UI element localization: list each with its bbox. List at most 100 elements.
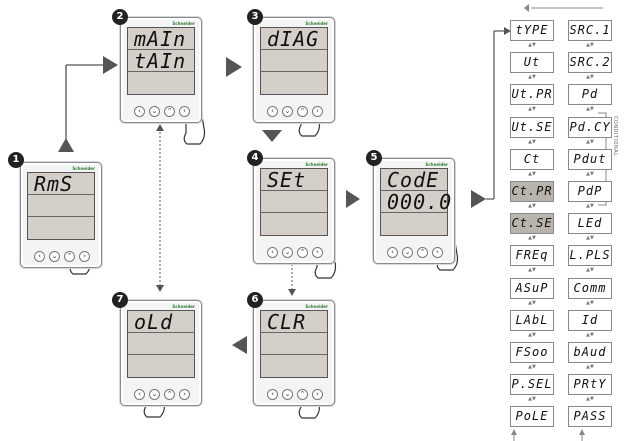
arrow-down-icon (262, 130, 282, 142)
down-button[interactable]: ⌄ (149, 389, 160, 400)
meter-panel-7: Schneider oLd ‹ ⌄ ⌃ › (120, 300, 202, 406)
up-down-arrows-icon: ▲▼ (586, 235, 594, 242)
left-button[interactable]: ‹ (267, 389, 278, 400)
up-down-arrows-icon: ▲▼ (586, 396, 594, 403)
lcd-row-3 (261, 72, 327, 94)
up-down-arrows-icon: ▲▼ (586, 267, 594, 274)
up-down-arrows-icon: ▲▼ (586, 106, 594, 113)
parameter-item: PRtY (568, 374, 612, 396)
parameter-item: Ct.PR (510, 181, 554, 202)
step-badge: 7 (112, 292, 128, 308)
button-row: ‹ ⌄ ⌃ › (254, 106, 334, 118)
left-button[interactable]: ‹ (387, 247, 398, 258)
parameter-item: ASuP (510, 277, 554, 299)
right-button[interactable]: › (432, 247, 443, 258)
down-button[interactable]: ⌄ (282, 247, 293, 258)
right-button[interactable]: › (179, 106, 190, 117)
step-badge: 3 (247, 9, 263, 25)
left-button[interactable]: ‹ (267, 247, 278, 258)
button-row: ‹ ⌄ ⌃ › (254, 389, 334, 401)
parameter-item: PoLE (510, 406, 554, 428)
up-button[interactable]: ⌃ (164, 106, 175, 117)
arrow-down-icon (156, 285, 164, 292)
step-badge: 1 (8, 152, 24, 168)
parameter-item: bAud (568, 342, 612, 363)
parameter-item: Ut.SE (510, 116, 554, 138)
right-button[interactable]: › (179, 389, 190, 400)
up-down-arrows-icon: ▲▼ (528, 267, 536, 274)
up-button[interactable]: ⌃ (297, 106, 308, 117)
lcd-row-3 (381, 213, 447, 235)
arrow-right-icon (226, 57, 242, 77)
up-down-arrows-icon: ▲▼ (528, 235, 536, 242)
parameter-item: FREq (510, 245, 554, 267)
arrow-left-icon (524, 4, 529, 12)
arrow-up-icon (579, 429, 585, 435)
up-down-arrows-icon: ▲▼ (528, 364, 536, 370)
up-button[interactable]: ⌃ (164, 389, 175, 400)
brand-logo: Schneider (172, 304, 195, 309)
lcd-row-1: CLR (261, 311, 327, 333)
up-button[interactable]: ⌃ (417, 247, 428, 258)
parameter-item: Id (568, 309, 612, 331)
button-row: ‹ ⌄ ⌃ › (121, 106, 201, 118)
up-down-arrows-icon: ▲▼ (586, 331, 594, 338)
arrow-down-icon (288, 289, 296, 296)
conditional-note: CONDITIONAL (612, 116, 618, 157)
lcd-row-1: CodE (381, 169, 447, 191)
left-button[interactable]: ‹ (134, 106, 145, 117)
left-button[interactable]: ‹ (134, 389, 145, 400)
down-button[interactable]: ⌄ (149, 106, 160, 117)
lcd-row-3 (28, 217, 94, 239)
down-button[interactable]: ⌄ (49, 251, 60, 262)
right-button[interactable]: › (312, 106, 323, 117)
right-button[interactable]: › (312, 247, 323, 258)
up-down-arrows-icon: ▲▼ (586, 42, 594, 48)
arrow-right-icon (471, 190, 486, 208)
parameter-item: P.SEL (510, 374, 554, 396)
arrow-right-icon (504, 27, 511, 35)
lcd-row-3 (261, 213, 327, 235)
step-badge: 4 (247, 150, 263, 166)
arrow-up-icon (58, 138, 74, 152)
parameter-item: Pdut (568, 148, 612, 170)
up-down-arrows-icon: ▲▼ (586, 364, 594, 370)
down-button[interactable]: ⌄ (282, 389, 293, 400)
lcd-row-3 (261, 355, 327, 377)
up-down-arrows-icon: ▲▼ (528, 74, 536, 81)
right-button[interactable]: › (312, 389, 323, 400)
parameter-item: SRC.1 (568, 20, 612, 41)
parameter-item: Ut.PR (510, 84, 554, 106)
lcd-display: RmS (27, 172, 95, 240)
up-down-arrows-icon: ▲▼ (528, 203, 536, 209)
up-down-arrows-icon: ▲▼ (528, 138, 536, 145)
parameter-item: SRC.2 (568, 52, 612, 74)
parameter-item: Ct (510, 148, 554, 170)
parameter-item: Ct.SE (510, 213, 554, 235)
lcd-row-1: oLd (128, 311, 194, 333)
up-button[interactable]: ⌃ (297, 389, 308, 400)
down-button[interactable]: ⌄ (282, 106, 293, 117)
up-button[interactable]: ⌃ (297, 247, 308, 258)
lcd-display: dIAG (260, 27, 328, 95)
right-button[interactable]: › (79, 251, 90, 262)
up-button[interactable]: ⌃ (64, 251, 75, 262)
step-badge: 5 (366, 150, 382, 166)
up-down-arrows-icon: ▲▼ (586, 138, 594, 145)
parameter-item: Pd.CY (568, 116, 612, 138)
lcd-row-1: RmS (28, 173, 94, 195)
left-button[interactable]: ‹ (267, 106, 278, 117)
button-row: ‹ ⌄ ⌃ › (374, 247, 454, 259)
lcd-row-2 (128, 333, 194, 355)
arrow-left-icon (232, 336, 247, 354)
lcd-display: SEt (260, 168, 328, 236)
parameter-item: LEd (568, 213, 612, 235)
down-button[interactable]: ⌄ (402, 247, 413, 258)
left-button[interactable]: ‹ (34, 251, 45, 262)
